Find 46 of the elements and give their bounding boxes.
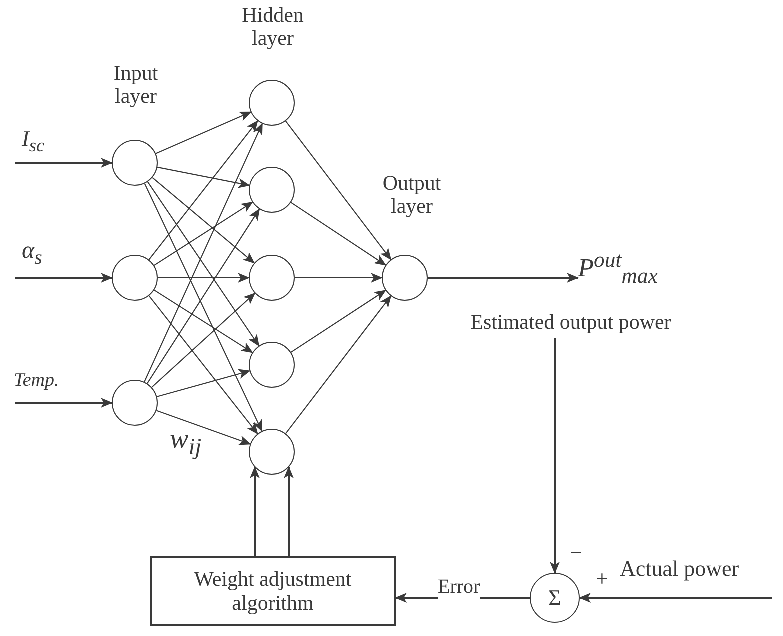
arrow bbox=[285, 120, 392, 260]
arrow bbox=[154, 202, 254, 266]
arrow bbox=[152, 292, 256, 388]
arrow bbox=[290, 202, 387, 266]
arrow bbox=[157, 166, 250, 188]
arrow bbox=[286, 295, 392, 434]
arrow bbox=[146, 208, 260, 384]
neuron-circle bbox=[112, 380, 158, 426]
neuron-circle bbox=[112, 140, 158, 186]
arrow bbox=[250, 466, 260, 556]
arrow bbox=[148, 120, 258, 260]
neuron-circle bbox=[249, 429, 295, 475]
sign-label: + bbox=[596, 566, 608, 592]
arrow bbox=[15, 398, 113, 408]
neuron-circle bbox=[249, 342, 295, 388]
arrow bbox=[15, 158, 113, 168]
summing-junction: Σ bbox=[530, 573, 580, 623]
process-box: Weight adjustment algorithm bbox=[150, 556, 396, 626]
arrow bbox=[144, 123, 263, 382]
arrow bbox=[154, 290, 254, 354]
arrow bbox=[156, 410, 252, 446]
layer-label: Input layer bbox=[112, 62, 160, 108]
neuron-circle bbox=[249, 255, 295, 301]
arrow bbox=[15, 273, 113, 283]
layer-label: Output layer bbox=[382, 172, 442, 218]
neuron-circle bbox=[249, 80, 295, 126]
arrow bbox=[144, 184, 263, 432]
arrow bbox=[156, 112, 252, 154]
arrow bbox=[284, 466, 294, 556]
arrow bbox=[428, 273, 579, 283]
arrow bbox=[295, 273, 383, 283]
arrow bbox=[158, 273, 250, 283]
neuron-circle bbox=[112, 255, 158, 301]
arrow bbox=[148, 296, 258, 435]
arrow bbox=[147, 182, 260, 347]
neuron-circle bbox=[382, 255, 428, 301]
output-caption: Estimated output power bbox=[426, 306, 716, 338]
arrow bbox=[152, 177, 256, 264]
arrow bbox=[157, 369, 251, 398]
arrow bbox=[550, 338, 560, 574]
sign-label: − bbox=[570, 540, 582, 566]
weight-symbol: w$_{ij}$ bbox=[170, 424, 202, 462]
arrow bbox=[579, 593, 772, 603]
arrow bbox=[290, 290, 387, 353]
layer-label: Hidden layer bbox=[241, 4, 305, 50]
neuron-circle bbox=[249, 167, 295, 213]
